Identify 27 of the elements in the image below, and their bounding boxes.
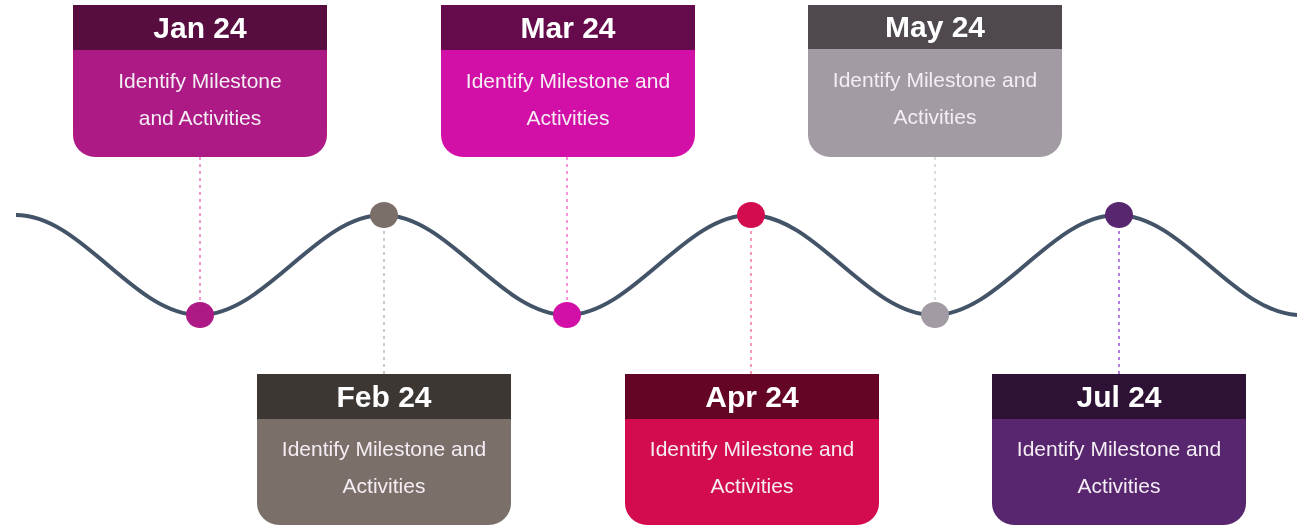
milestone-description: Identify Milestone and Activities [117,67,283,131]
date-heading: Jul 24 [992,374,1246,419]
milestone-description: Identify Milestone and Activities [648,436,856,499]
leader-line [566,156,568,303]
milestone-description: Identify Milestone and Activities [280,436,488,499]
date-heading: Mar 24 [441,5,695,50]
milestone-card [441,5,695,157]
leader-line [199,156,201,303]
milestone-dot [370,202,398,228]
milestone-dot [921,302,949,328]
milestone-card [808,5,1062,157]
date-heading: Feb 24 [257,374,511,419]
milestone-description: Identify Milestone and Activities [831,67,1039,130]
milestone-card [73,5,327,157]
milestone-card [257,374,511,525]
milestone-dot [186,302,214,328]
milestone-dot [1105,202,1133,228]
date-heading: May 24 [808,5,1062,49]
milestone-description: Identify Milestone and Activities [464,67,672,131]
leader-line [934,156,936,303]
milestone-card [992,374,1246,525]
milestone-dot [553,302,581,328]
date-heading: Jan 24 [73,5,327,50]
milestone-card [625,374,879,525]
date-heading: Apr 24 [625,374,879,419]
milestone-dot [737,202,765,228]
milestone-description: Identify Milestone and Activities [1015,436,1223,499]
